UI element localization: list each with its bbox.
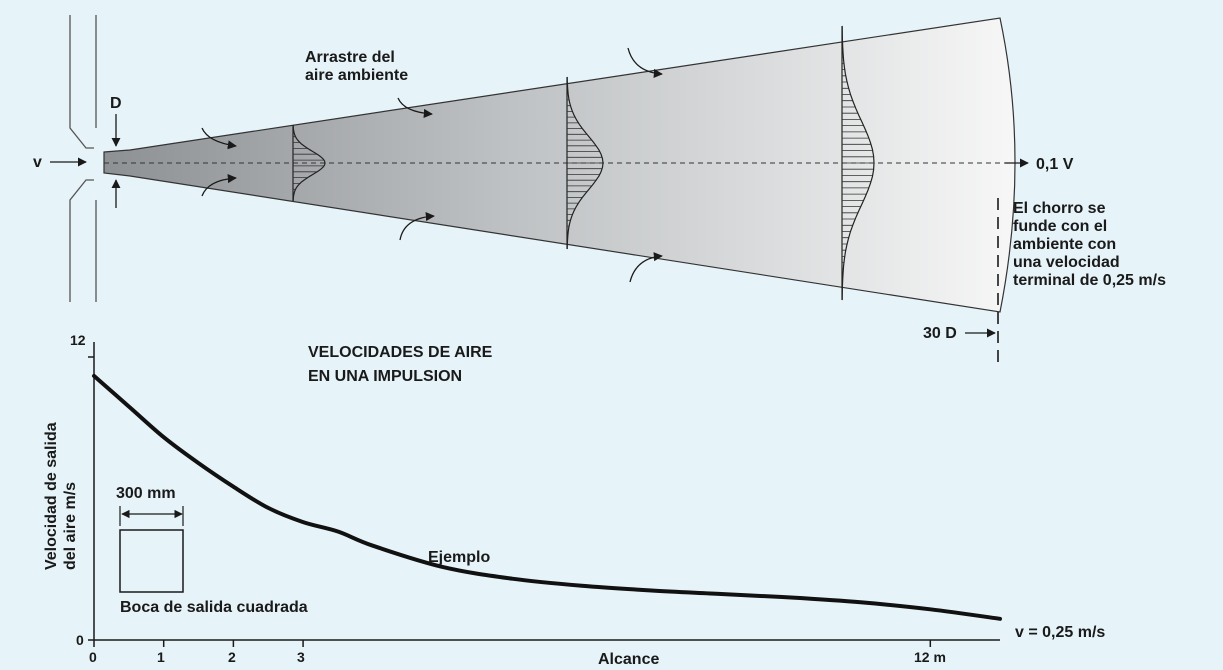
- curve-label-ejemplo: Ejemplo: [428, 549, 490, 566]
- fusion-text-2: funde con el: [1013, 218, 1107, 235]
- chart-title-2: EN UNA IMPULSION: [308, 368, 462, 385]
- x-tick-label-0: 0: [89, 649, 97, 665]
- inset-dimension-label: 300 mm: [116, 485, 176, 502]
- terminal-velocity-label: v = 0,25 m/s: [1015, 624, 1105, 641]
- x-tick-label-1: 1: [157, 649, 165, 665]
- dist-30d-label: 30 D: [923, 325, 957, 342]
- chart-axes: [88, 342, 1000, 641]
- arrastre-label-2: aire ambiente: [305, 67, 408, 84]
- x-tick-label-2: 2: [228, 649, 236, 665]
- jet-plume: [103, 17, 1016, 313]
- profile-envelope: [566, 76, 604, 250]
- square-outlet: [119, 529, 184, 593]
- fusion-text-1: El chorro se: [1013, 200, 1106, 217]
- y-tick-label-0: 0: [76, 632, 84, 648]
- arrastre-label-1: Arrastre del: [305, 49, 395, 66]
- d-label: D: [110, 95, 122, 112]
- x-tick-label-12: 12 m: [914, 649, 946, 665]
- x-axis-label: Alcance: [598, 651, 659, 668]
- velocity-curve-ejemplo: [92, 373, 1002, 621]
- v-out-label: 0,1 V: [1036, 156, 1074, 173]
- velocity-profiles: [292, 25, 875, 301]
- x-tick-marks: [93, 640, 932, 647]
- fusion-text-4: una velocidad: [1013, 254, 1120, 271]
- y-axis-label-1: Velocidad de salida: [43, 422, 60, 570]
- inset-caption: Boca de salida cuadrada: [120, 599, 308, 616]
- fusion-text-3: ambiente con: [1013, 236, 1116, 253]
- y-axis-label-2: del aire m/s: [62, 482, 79, 570]
- profile-envelope: [841, 25, 875, 301]
- v-in-label: v: [33, 154, 42, 171]
- fusion-text-5: terminal de 0,25 m/s: [1013, 272, 1166, 289]
- entrainment-arrows: [201, 47, 663, 283]
- profile-envelope: [292, 124, 326, 202]
- x-tick-label-3: 3: [297, 649, 305, 665]
- wall-outlet: [69, 15, 97, 302]
- y-tick-label-12: 12: [70, 332, 86, 348]
- chart-title-1: VELOCIDADES DE AIRE: [308, 344, 493, 361]
